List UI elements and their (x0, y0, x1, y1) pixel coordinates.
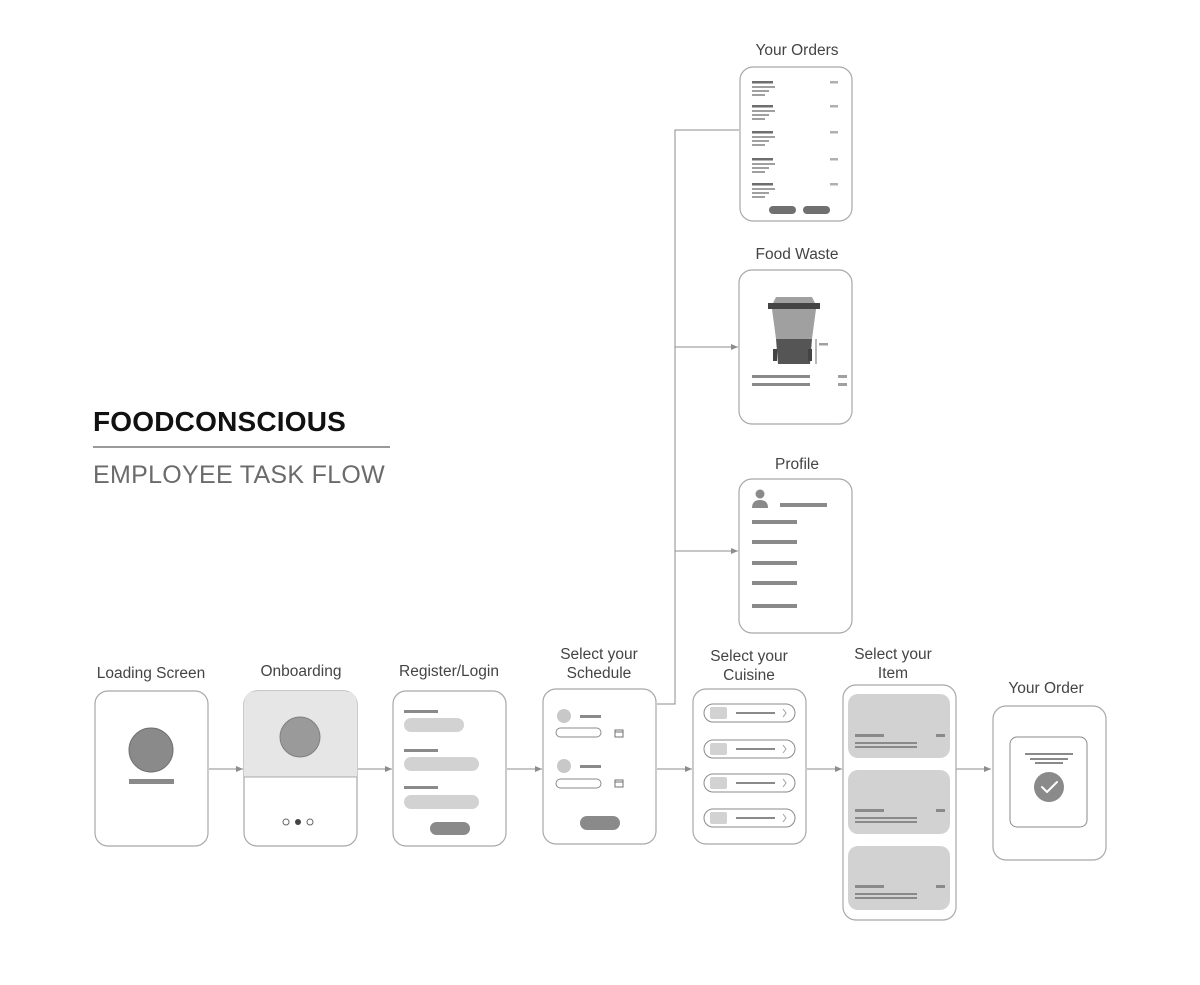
screen-onboarding (243, 690, 358, 847)
profile-item-1 (752, 520, 797, 524)
screen-loading (94, 690, 209, 847)
orders-row-3 (752, 131, 838, 146)
onboarding-dot-3 (306, 818, 314, 826)
order-line-2 (1030, 758, 1068, 760)
register-label-1 (404, 710, 438, 713)
orders-row-4 (752, 158, 838, 173)
connectors (209, 129, 991, 772)
screen-food-waste (738, 269, 853, 425)
loading-bar (129, 779, 174, 784)
waste-stat-line-1 (752, 375, 810, 378)
screen-register-login (392, 690, 507, 847)
onboarding-image-circle (279, 716, 321, 758)
screen-your-order (992, 705, 1107, 861)
schedule-avatar-2 (557, 759, 571, 773)
cuisine-row-1 (703, 703, 796, 723)
chevron-right-icon (782, 813, 787, 823)
branch-trunk (657, 129, 739, 705)
label-food-waste: Food Waste (755, 246, 839, 263)
schedule-input-2 (555, 778, 602, 789)
screen-profile (738, 478, 853, 634)
schedule-avatar-1 (557, 709, 571, 723)
trash-bin-icon (768, 297, 820, 364)
waste-stat-line-2 (752, 383, 810, 386)
waste-stat-value-2 (838, 383, 847, 386)
register-field-2 (404, 757, 479, 771)
brand-title: FOODCONSCIOUS (93, 406, 347, 437)
onboarding-dot-2 (295, 819, 301, 825)
profile-item-5 (752, 604, 797, 608)
label-select-cuisine-line-1: Select your (710, 648, 788, 665)
cuisine-row-2 (703, 739, 796, 759)
chevron-right-icon (782, 744, 787, 754)
calendar-icon (614, 779, 624, 788)
diagram-heading: FOODCONSCIOUS EMPLOYEE TASK FLOW (93, 404, 393, 491)
waste-stat-value-1 (838, 375, 847, 378)
profile-frame (738, 478, 853, 634)
register-label-3 (404, 786, 438, 789)
schedule-name-2 (580, 765, 601, 768)
chevron-right-icon (782, 708, 787, 718)
screen-select-item (842, 684, 957, 921)
item-card-3 (848, 846, 950, 910)
label-your-orders: Your Orders (755, 42, 839, 59)
label-select-schedule: Select your Schedule (514, 645, 684, 683)
label-register-login: Register/Login (399, 663, 499, 680)
profile-name-line (780, 503, 827, 507)
item-card-1 (848, 694, 950, 758)
label-your-order: Your Order (1008, 680, 1084, 697)
register-field-1 (404, 718, 464, 732)
order-line-1 (1025, 753, 1073, 755)
cuisine-frame (692, 688, 807, 845)
diagram-subtitle: EMPLOYEE TASK FLOW (93, 460, 386, 489)
profile-item-4 (752, 581, 797, 585)
register-field-3 (404, 795, 479, 809)
label-select-item-line-2: Item (877, 665, 909, 682)
waste-level-label (819, 343, 828, 346)
orders-row-5 (752, 183, 838, 198)
chevron-right-icon (782, 778, 787, 788)
check-circle-icon (1034, 772, 1064, 802)
schedule-input-1 (555, 727, 602, 738)
label-profile: Profile (775, 456, 819, 473)
screen-select-schedule (542, 688, 657, 845)
screen-select-cuisine (692, 688, 807, 845)
orders-row-2 (752, 105, 838, 120)
label-select-schedule-line-2: Schedule (566, 665, 632, 682)
label-select-cuisine-line-2: Cuisine (723, 667, 775, 684)
loading-logo-circle (128, 727, 174, 773)
calendar-icon (614, 729, 624, 738)
orders-row-1 (752, 81, 838, 96)
heading-divider (93, 446, 390, 448)
item-card-2 (848, 770, 950, 834)
screen-your-orders (739, 66, 853, 222)
register-submit-button (430, 822, 470, 835)
orders-button-2 (803, 206, 830, 214)
onboarding-dot-1 (282, 818, 290, 826)
label-select-schedule-line-1: Select your (560, 646, 638, 663)
cuisine-row-4 (703, 808, 796, 828)
label-select-item-line-1: Select your (854, 646, 932, 663)
profile-item-2 (752, 540, 797, 544)
orders-button-1 (769, 206, 796, 214)
checkmark-icon (1041, 781, 1058, 793)
profile-item-3 (752, 561, 797, 565)
user-icon (752, 489, 768, 508)
label-onboarding: Onboarding (260, 663, 342, 680)
label-loading-screen: Loading Screen (96, 665, 206, 682)
order-line-3 (1035, 762, 1063, 764)
label-select-cuisine: Select your Cuisine (664, 647, 834, 685)
cuisine-row-3 (703, 773, 796, 793)
register-label-2 (404, 749, 438, 752)
label-select-item: Select your Item (808, 645, 978, 683)
schedule-submit-button (580, 816, 620, 830)
schedule-name-1 (580, 715, 601, 718)
